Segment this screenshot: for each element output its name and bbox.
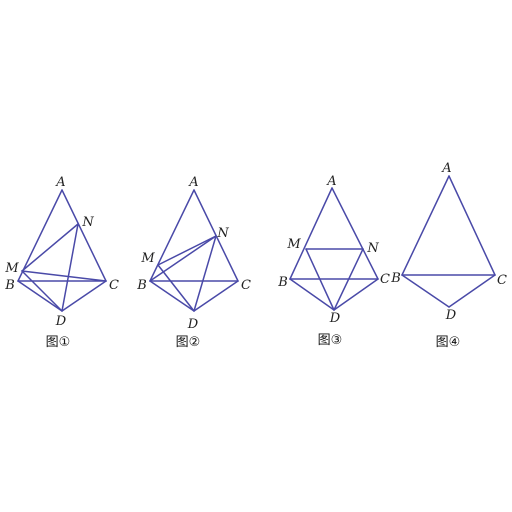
point-label-m: M bbox=[286, 237, 301, 252]
point-label-a: A bbox=[188, 175, 198, 190]
segment-cd bbox=[333, 278, 379, 311]
segment-nd bbox=[61, 223, 79, 312]
segment-cd bbox=[193, 280, 239, 312]
segment-mn bbox=[157, 235, 217, 266]
figure-3: A B C D M N 图③ bbox=[277, 174, 390, 348]
figure-1: A B C D M N 图① bbox=[4, 175, 119, 350]
segment-nd bbox=[333, 248, 364, 311]
segment-nd bbox=[193, 235, 217, 312]
point-label-c: C bbox=[241, 278, 251, 293]
point-label-b: B bbox=[136, 278, 147, 293]
segment-mc bbox=[21, 270, 107, 282]
segment-ac bbox=[331, 187, 379, 280]
segment-ab bbox=[289, 187, 333, 280]
point-label-a: A bbox=[441, 161, 451, 176]
figure-4: A B C D 图④ bbox=[390, 161, 507, 350]
point-label-d: D bbox=[187, 317, 199, 332]
segment-md bbox=[21, 270, 63, 312]
point-label-b: B bbox=[277, 275, 288, 290]
point-label-a: A bbox=[55, 175, 65, 190]
segment-md bbox=[157, 264, 195, 312]
point-label-m: M bbox=[4, 261, 19, 276]
segment-md bbox=[305, 248, 335, 311]
point-label-d: D bbox=[329, 311, 341, 326]
segment-bd bbox=[149, 280, 195, 312]
segment-ac bbox=[61, 189, 107, 282]
point-label-n: N bbox=[216, 226, 229, 241]
segment-bd bbox=[17, 280, 63, 312]
point-label-b: B bbox=[4, 278, 15, 293]
point-label-d: D bbox=[55, 314, 67, 329]
figure-caption: 图② bbox=[176, 335, 201, 350]
segment-bd bbox=[289, 278, 335, 311]
segment-cd bbox=[448, 274, 496, 308]
figure-caption: 图③ bbox=[318, 333, 343, 348]
point-label-n: N bbox=[81, 215, 94, 230]
figure-2: A B C D M N 图② bbox=[136, 175, 251, 350]
segment-mn bbox=[21, 223, 79, 272]
segment-bd bbox=[401, 274, 450, 308]
figure-caption: 图④ bbox=[436, 335, 461, 350]
segment-cd bbox=[61, 280, 107, 312]
point-label-c: C bbox=[497, 273, 507, 288]
segment-ab bbox=[17, 189, 63, 282]
segment-ac bbox=[448, 175, 496, 276]
point-label-d: D bbox=[445, 308, 457, 323]
point-label-m: M bbox=[140, 251, 155, 266]
figure-caption: 图① bbox=[46, 335, 71, 350]
point-label-b: B bbox=[390, 271, 401, 286]
segment-ab bbox=[149, 189, 195, 282]
segment-ab bbox=[401, 175, 450, 276]
point-label-n: N bbox=[366, 241, 379, 256]
point-label-c: C bbox=[109, 278, 119, 293]
point-label-c: C bbox=[380, 272, 390, 287]
segment-nb bbox=[149, 235, 217, 282]
point-label-a: A bbox=[326, 174, 336, 189]
